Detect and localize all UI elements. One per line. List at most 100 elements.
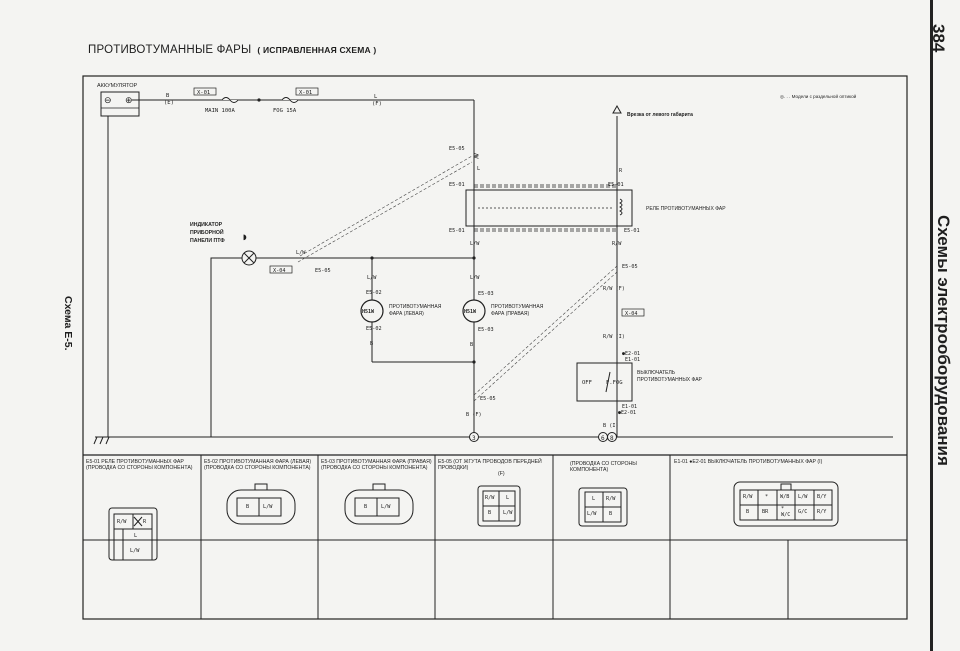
wire-lw-3: L/W (367, 275, 377, 281)
conn-e505-top: E5-05 (449, 146, 465, 152)
legend-note: ◎. . . Модели с раздельной оптикой (780, 93, 857, 99)
connector-e503-drawing (344, 483, 414, 525)
lamp-right-code: H51W (464, 309, 477, 315)
component-pin-3: L/W (587, 511, 597, 517)
switch-fog: F.FOG (606, 380, 623, 386)
wire-b-1: B (370, 341, 373, 347)
conn-e505-bottom: E5-05 (480, 396, 496, 402)
e101-pin-9: W/C (781, 512, 791, 518)
e101-pin-5: B/Y (817, 494, 827, 500)
fog-right-label-1: ПРОТИВОТУМАННАЯ (491, 304, 544, 310)
e505-pin-3: B (488, 510, 492, 516)
fuse-fog (281, 97, 299, 103)
e501-text: РЕЛЕ ПРОТИВОТУМАННЫХ ФАР (ПРОВОДКА СО СТ… (86, 459, 193, 471)
wire-b-f: B (F) (466, 412, 482, 418)
conn-e201-a: ●E2-01 (622, 351, 640, 357)
connector-component-drawing (578, 487, 628, 527)
fog-lamp-right (462, 299, 486, 323)
table-cell-e101: E1-01 ●E2-01 ВЫКЛЮЧАТЕЛЬ ПРОТИВОТУМАННЫХ… (674, 459, 874, 465)
wire-lw-4: L/W (470, 275, 480, 281)
e501-pin-1: R/W (117, 519, 127, 525)
e101-pin-1: R/W (743, 494, 753, 500)
indicator-ground-wire (210, 257, 242, 437)
feed-arrow (612, 104, 622, 114)
fuse-main-label: MAIN 100A (205, 108, 235, 114)
e505-pin-2: L (506, 495, 510, 501)
fuse-main (221, 97, 239, 103)
indicator-label-2: ПРИБОРНОЙ (190, 228, 224, 236)
conn-e501-d: E5-01 (624, 228, 640, 234)
e101-code: E1-01 ●E2-01 (674, 459, 707, 465)
lamp-left-code: H51W (362, 309, 375, 315)
x01-b: X-01 (299, 90, 312, 96)
ground-point-8 (607, 432, 617, 442)
fog-right-label-2: ФАРА (ПРАВАЯ) (491, 311, 529, 317)
indicator-label-1: ИНДИКАТОР (190, 222, 223, 228)
wire-l: L (374, 94, 378, 100)
e505-pin-1: R/W (485, 495, 495, 501)
wire-l-1: L (477, 166, 480, 172)
e503-pin-2: L/W (381, 504, 391, 510)
diagram-frame (82, 75, 908, 620)
fog-lamp-left (360, 299, 384, 323)
e501-pin-4: L/W (130, 548, 140, 554)
title-note: ( ИСПРАВЛЕННАЯ СХЕМА ) (257, 45, 377, 55)
ground-8: 8 (610, 435, 614, 442)
switch-off: OFF (582, 380, 592, 386)
e503-text: ПРОТИВОТУМАННАЯ ФАРА (ПРАВАЯ) (ПРОВОДКА … (321, 459, 432, 471)
title-main: ПРОТИВОТУМАННЫЕ ФАРЫ (88, 44, 252, 56)
battery-symbol (100, 91, 140, 117)
e505-sub: (F) (498, 471, 505, 477)
e101-pin-7: BR (762, 509, 769, 515)
ground-symbol (93, 436, 118, 445)
conn-e101-b: E1-01 (622, 404, 637, 410)
component-pin-1: L (592, 496, 596, 502)
e101-pin-8: * (781, 506, 785, 512)
wire-rw-f: R/W (F) (603, 286, 625, 292)
wire-b-2: B (470, 342, 473, 348)
e101-pin-2: * (765, 494, 769, 500)
ground-point-3 (469, 432, 479, 442)
conn-e503-a: E5-03 (478, 291, 494, 297)
table-cell-component: (ПРОВОДКА СО СТОРОНЫ КОМПОНЕНТА) (570, 461, 666, 473)
indicator-label-3: ПАНЕЛИ ПТФ (190, 238, 225, 244)
conn-e502-b: E5-02 (366, 326, 382, 332)
battery-plus: ⊕ (125, 95, 133, 105)
conn-e101-a: E1-01 (625, 357, 640, 363)
relay-label: РЕЛЕ ПРОТИВОТУМАННЫХ ФАР (646, 206, 726, 212)
e101-pin-4: L/W (798, 494, 808, 500)
component-text: (ПРОВОДКА СО СТОРОНЫ КОМПОНЕНТА) (570, 461, 637, 473)
component-pin-4: B (609, 511, 613, 517)
switch-label-2: ПРОТИВОТУМАННЫХ ФАР (637, 377, 703, 383)
conn-e502-a: E5-02 (366, 290, 382, 296)
wire-r-1: R (619, 168, 623, 174)
table-cell-e505: E5-05 (ОТ ЖГУТА ПРОВОДОВ ПЕРЕДНЕЙ ПРОВОД… (438, 459, 550, 477)
svg-text:≷: ≷ (474, 151, 479, 160)
feed-label: Врезка от левого габарита (627, 111, 693, 118)
table-columns (200, 455, 789, 619)
wire-b-i: B (I) (603, 423, 619, 429)
e101-pin-6: B (746, 509, 750, 515)
conn-e501-c: E5-01 (608, 182, 624, 188)
conn-e505-right: E5-05 (622, 264, 638, 270)
wire-l-2: (F) (372, 101, 382, 107)
fuse-fog-label: FOG 15A (273, 108, 297, 114)
table-cell-e501: E5-01 РЕЛЕ ПРОТИВОТУМАННЫХ ФАР (ПРОВОДКА… (86, 459, 198, 471)
e101-pin-3: W/B (780, 494, 790, 500)
table-cell-e502: E5-02 ПРОТИВОТУМАННАЯ ФАРА (ЛЕВАЯ) (ПРОВ… (204, 459, 316, 471)
e505-text: (ОТ ЖГУТА ПРОВОДОВ ПЕРЕДНЕЙ ПРОВОДКИ) (438, 459, 542, 471)
connector-e505-drawing (477, 485, 521, 527)
conn-e503-b: E5-03 (478, 327, 494, 333)
wire-b-e: B (166, 93, 170, 99)
connector-e502-drawing (226, 483, 296, 525)
battery-label: АККУМУЛЯТОР (97, 83, 137, 89)
e502-pin-1: B (246, 504, 250, 510)
e501-code: E5-01 (86, 459, 100, 465)
x01-a: X-01 (197, 90, 210, 96)
fog-left-label-2: ФАРА (ЛЕВАЯ) (389, 311, 424, 317)
e101-text: ВЫКЛЮЧАТЕЛЬ ПРОТИВОТУМАННЫХ ФАР (I) (707, 459, 823, 465)
connector-e501-drawing (108, 507, 158, 561)
conn-e501-b: E5-01 (449, 228, 465, 234)
connector-e101-drawing (733, 481, 839, 527)
